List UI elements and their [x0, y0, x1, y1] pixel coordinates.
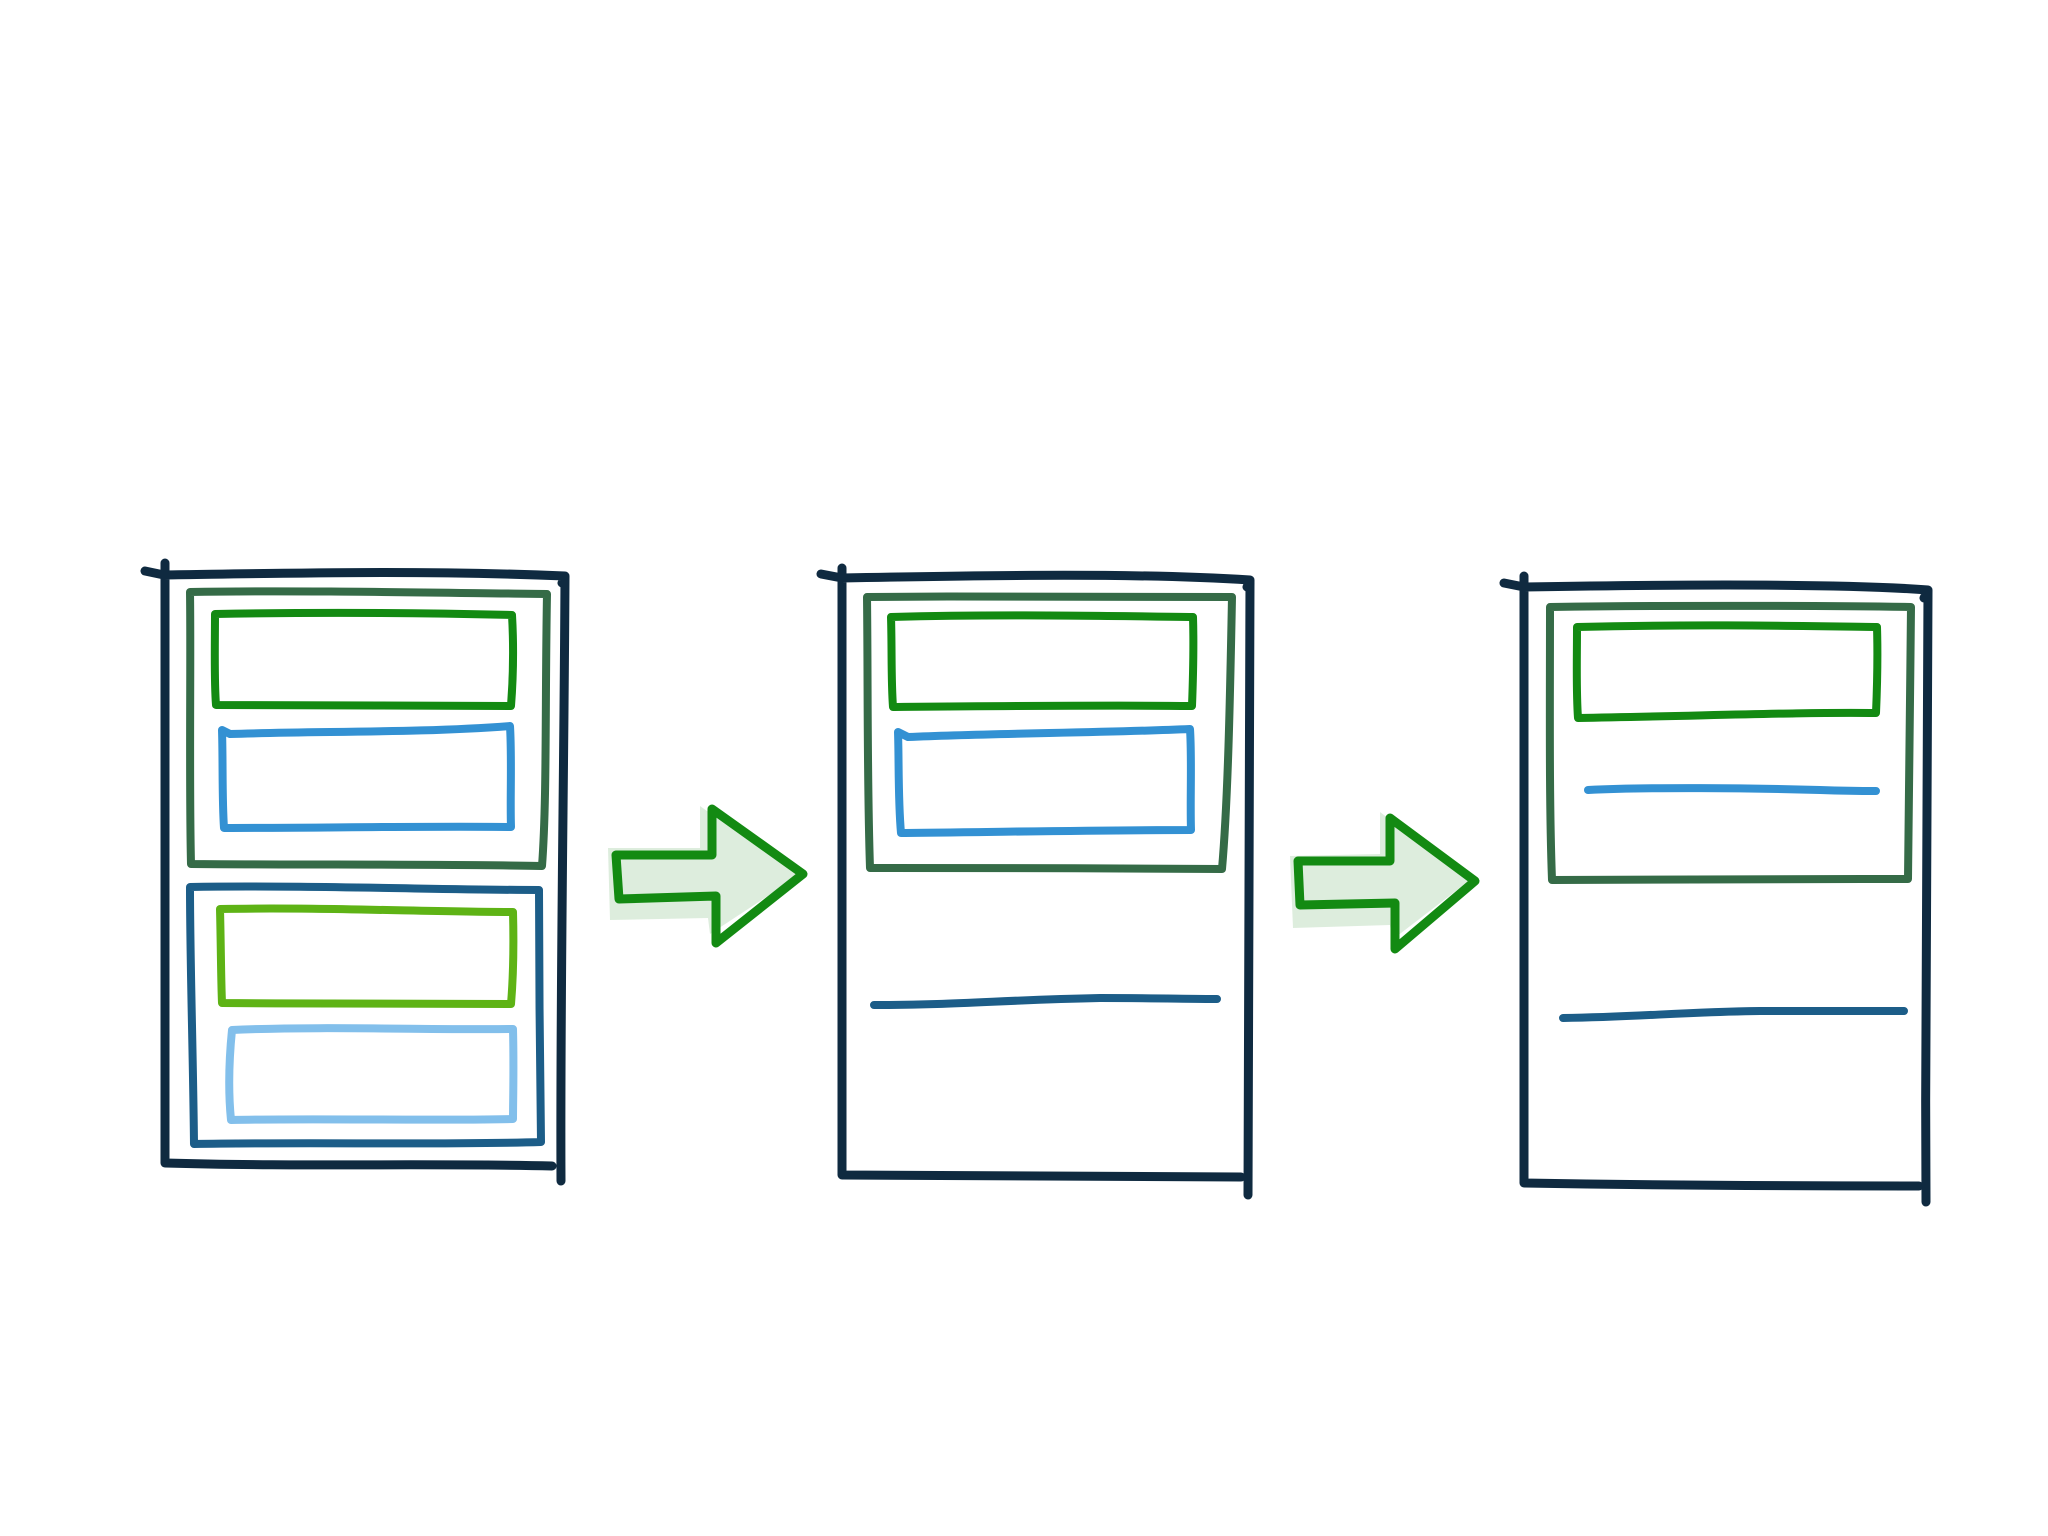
panel-2-green-box	[887, 611, 1198, 711]
panel-3-green-box	[1572, 621, 1882, 722]
panel-stage-2	[816, 563, 1255, 1200]
right-arrow-icon	[1293, 813, 1480, 954]
right-arrow-icon	[611, 804, 808, 948]
panel-1-green-box	[210, 608, 518, 710]
panel-3-blue-line	[1584, 784, 1880, 795]
panel-2-blue-box	[894, 725, 1195, 837]
panel-3-dark-blue-line	[1559, 1006, 1908, 1022]
panel-stage-1	[140, 558, 570, 1186]
panel-1-frame	[140, 558, 570, 1186]
panel-2-frame	[816, 563, 1255, 1200]
panel-3-frame	[1499, 571, 1933, 1207]
panel-1-green-container	[186, 587, 551, 870]
arrow-1-shadow	[608, 806, 798, 934]
arrow-2	[1290, 812, 1480, 954]
panel-stage-3	[1499, 571, 1933, 1207]
panel-1-light-green-box	[216, 904, 518, 1008]
panel-3-green-container	[1545, 601, 1915, 884]
panel-1-blue-container	[186, 882, 545, 1148]
panel-2-green-container	[863, 592, 1236, 873]
arrow-2-shadow	[1290, 812, 1470, 940]
panel-1-blue-box	[218, 722, 515, 832]
panel-2-dark-blue-line	[870, 994, 1221, 1009]
arrow-1	[608, 804, 808, 948]
panel-1-light-blue-box	[225, 1024, 518, 1124]
